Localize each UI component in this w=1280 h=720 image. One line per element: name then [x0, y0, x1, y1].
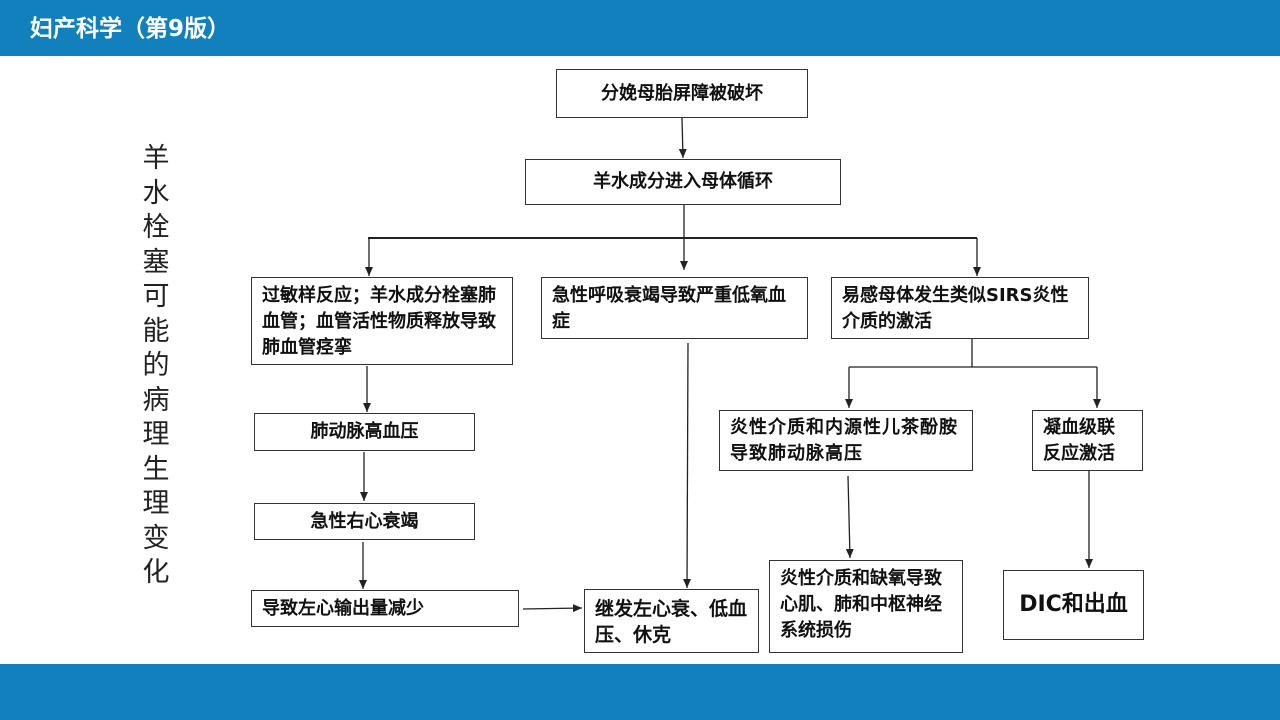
node-allergy: 过敏样反应；羊水成分栓塞肺血管；血管活性物质释放导致肺血管痉挛: [251, 277, 513, 365]
diagram-vertical-title: 羊 水 栓 塞 可 能 的 病 理 生 理 变 化: [138, 142, 174, 591]
page-title: 妇产科学（第9版）: [30, 16, 231, 42]
node-inflam-cat: 炎性介质和内源性儿茶酚胺导致肺动脉高压: [719, 410, 973, 471]
title-char: 羊: [142, 143, 170, 174]
footer-bar: [0, 664, 1280, 720]
title-char: 栓: [142, 212, 170, 243]
title-char: 能: [142, 315, 170, 347]
node-coag: 凝血级联反应激活: [1032, 410, 1143, 471]
title-char: 变: [142, 522, 170, 554]
title-char: 的: [142, 350, 170, 381]
title-char: 化: [142, 557, 170, 588]
title-char: 理: [142, 419, 170, 450]
arrow-lvout-to-shock: [522, 604, 583, 613]
title-char: 病: [142, 384, 170, 416]
node-damage: 炎性介质和缺氧导致心肌、肺和中枢神经系统损伤: [769, 560, 963, 653]
node-lv-out: 导致左心输出量减少: [251, 590, 519, 627]
node-entry: 羊水成分进入母体循环: [525, 159, 841, 205]
node-resp: 急性呼吸衰竭导致严重低氧血症: [541, 277, 808, 339]
arrow-resp-to-shock: [683, 342, 692, 589]
header-bar: 妇产科学（第9版）: [0, 0, 1280, 56]
title-char: 塞: [142, 246, 170, 278]
title-char: 可: [142, 281, 170, 312]
node-sirs: 易感母体发生类似SIRS炎性介质的激活: [831, 277, 1089, 339]
node-barrier: 分娩母胎屏障被破坏: [556, 69, 808, 118]
title-char: 理: [142, 488, 170, 519]
arrow-barrier-to-entry: [678, 117, 687, 159]
arrow-inflamcat-to-damage: [845, 475, 854, 559]
node-pulm-htn: 肺动脉高血压: [254, 413, 475, 451]
node-rhf: 急性右心衰竭: [254, 503, 475, 540]
node-shock: 继发左心衰、低血压、休克: [584, 589, 759, 653]
title-char: 水: [142, 177, 170, 209]
node-dic: DIC和出血: [1003, 570, 1144, 640]
title-char: 生: [142, 453, 170, 485]
